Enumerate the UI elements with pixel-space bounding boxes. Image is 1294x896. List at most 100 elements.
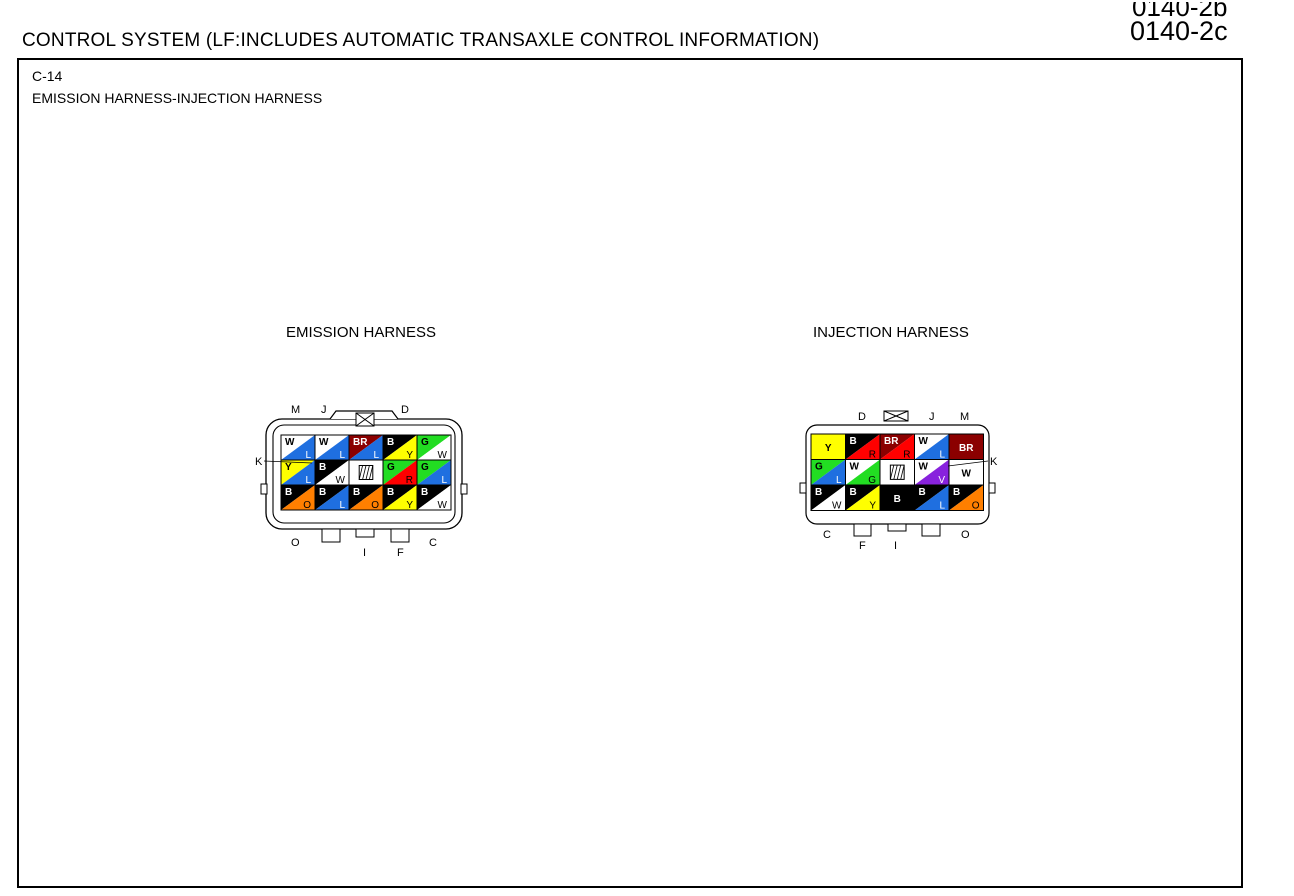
emission-bottom-key (390, 528, 410, 543)
injection-terminal: BO (948, 484, 984, 512)
injection-bottom-key (887, 523, 907, 532)
svg-text:B: B (387, 487, 394, 498)
svg-text:B: B (894, 494, 901, 505)
emission-k-leader (263, 460, 313, 464)
emission-terminal: BY (382, 484, 418, 511)
svg-text:B: B (353, 487, 360, 498)
injection-terminal: BY (845, 484, 881, 512)
svg-text:Y: Y (406, 500, 413, 511)
svg-text:B: B (953, 487, 960, 498)
emission-side-tab-left (260, 483, 268, 495)
diagram-code: C-14 (32, 68, 63, 84)
injection-bottom-label: F (859, 540, 866, 552)
svg-text:G: G (868, 475, 876, 486)
svg-text:BR: BR (959, 443, 974, 454)
svg-text:Y: Y (869, 501, 876, 512)
injection-terminal: W (948, 459, 984, 486)
emission-bottom-key (355, 528, 375, 538)
injection-terminal: BL (914, 484, 950, 512)
svg-text:BR: BR (884, 436, 899, 447)
injection-terminal: WV (914, 459, 950, 486)
injection-terminal: BRR (879, 433, 915, 461)
svg-text:Y: Y (825, 443, 832, 454)
page-title: CONTROL SYSTEM (LF:INCLUDES AUTOMATIC TR… (22, 30, 820, 51)
svg-text:W: W (919, 462, 929, 473)
emission-bottom-key (321, 528, 341, 543)
svg-text:L: L (939, 450, 945, 461)
injection-terminal: WL (914, 433, 950, 461)
injection-top-label: J (929, 411, 935, 423)
emission-terminal: BL (314, 484, 350, 511)
emission-top-label: J (321, 404, 327, 416)
emission-terminal: GW (416, 434, 452, 461)
injection-terminal (879, 459, 915, 486)
page-number: 0140-2c (1130, 16, 1228, 46)
svg-text:Y: Y (406, 450, 413, 461)
injection-side-tab-right (988, 482, 996, 494)
injection-terminal: B (879, 484, 915, 511)
svg-text:R: R (406, 475, 413, 486)
emission-bottom-label: C (429, 537, 437, 549)
svg-text:G: G (421, 437, 429, 448)
emission-terminal (348, 459, 384, 486)
svg-text:V: V (938, 475, 945, 486)
emission-terminal: BRL (348, 434, 384, 461)
injection-terminal: WG (845, 459, 881, 486)
injection-terminal: BR (948, 433, 984, 460)
emission-side-tab-right (460, 483, 468, 495)
injection-harness-label: INJECTION HARNESS (813, 324, 969, 341)
svg-text:W: W (285, 437, 295, 448)
svg-text:W: W (319, 437, 329, 448)
svg-text:B: B (319, 487, 326, 498)
emission-terminal: BO (280, 484, 316, 511)
svg-text:W: W (438, 450, 448, 461)
svg-text:L: L (441, 475, 447, 486)
injection-terminal: BW (810, 484, 846, 512)
emission-bottom-label: O (291, 537, 300, 549)
injection-bottom-label: I (894, 540, 897, 552)
emission-side-label: K (255, 456, 263, 468)
svg-text:B: B (285, 487, 292, 498)
svg-text:L: L (305, 475, 311, 486)
svg-text:O: O (303, 500, 311, 511)
svg-text:O: O (972, 501, 980, 512)
svg-text:B: B (387, 437, 394, 448)
svg-text:L: L (305, 450, 311, 461)
svg-text:L: L (373, 450, 379, 461)
svg-text:Y: Y (285, 462, 292, 473)
emission-terminal: BY (382, 434, 418, 461)
svg-text:W: W (919, 436, 929, 447)
emission-terminal: BW (314, 459, 350, 486)
injection-top-label: M (960, 411, 969, 423)
injection-bottom-key (853, 523, 872, 537)
svg-text:W: W (832, 501, 842, 512)
svg-text:W: W (438, 500, 448, 511)
injection-bottom-label: C (823, 529, 831, 541)
svg-text:L: L (339, 450, 345, 461)
injection-bottom-key (921, 523, 941, 537)
svg-text:G: G (387, 462, 395, 473)
injection-terminal: BR (845, 433, 881, 461)
emission-top-label: M (291, 404, 300, 416)
svg-text:L: L (836, 475, 842, 486)
emission-terminal: WL (280, 434, 316, 461)
svg-text:W: W (850, 462, 860, 473)
emission-terminal: YL (280, 459, 316, 486)
diagram-title: EMISSION HARNESS-INJECTION HARNESS (32, 90, 323, 106)
svg-text:L: L (939, 501, 945, 512)
svg-text:B: B (319, 462, 326, 473)
injection-k-leader (947, 460, 989, 467)
svg-text:G: G (421, 462, 429, 473)
svg-text:B: B (850, 436, 857, 447)
injection-bottom-label: O (961, 529, 970, 541)
svg-text:B: B (421, 487, 428, 498)
injection-top-label: D (858, 411, 866, 423)
emission-bottom-label: F (397, 547, 404, 559)
svg-text:R: R (869, 450, 876, 461)
svg-text:B: B (815, 487, 822, 498)
svg-text:O: O (371, 500, 379, 511)
emission-terminal: GL (416, 459, 452, 486)
